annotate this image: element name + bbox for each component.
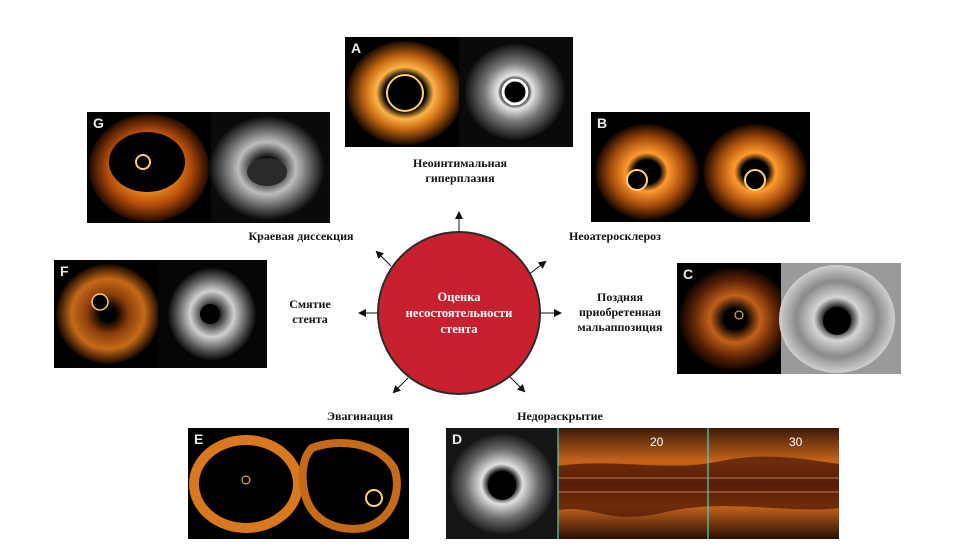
label-a: Неоинтимальная гиперплазия — [413, 156, 507, 185]
center-circle — [377, 231, 541, 395]
panel-d-letter: D — [452, 431, 463, 447]
arrow-lower-left — [392, 377, 409, 394]
label-b: Неоатеросклероз — [568, 229, 662, 243]
panel-b-letter: B — [597, 115, 608, 131]
panel-c-image: C — [677, 263, 901, 374]
panel-f-letter: F — [60, 263, 69, 279]
panel-g-image: G — [87, 112, 330, 223]
panel-e-letter: E — [194, 431, 204, 447]
label-d: Недораскрытие — [517, 409, 603, 423]
panel-d-image: 20 30 D — [446, 428, 839, 539]
panel-g-letter: G — [93, 115, 104, 131]
arrow-upper-right — [527, 260, 547, 276]
label-g: Краевая диссекция — [248, 229, 354, 243]
arrow-upper-left — [375, 250, 392, 267]
panel-e-image: E — [188, 428, 409, 539]
panel-d-tick-20: 20 — [650, 435, 664, 449]
panel-a-image: A — [345, 37, 573, 147]
label-f: Смятие стента — [289, 297, 331, 326]
panel-f-image: F — [54, 260, 267, 368]
arrow-lower-right — [508, 375, 526, 393]
center-title: Оценка несостоятельности стента — [405, 290, 513, 336]
panel-d-tick-30: 30 — [789, 435, 803, 449]
panel-c-letter: C — [683, 266, 694, 282]
panel-a-letter: A — [351, 40, 362, 56]
label-e: Эвагинация — [326, 409, 394, 423]
panel-b-image: B — [591, 112, 810, 222]
label-c: Поздняя приобретенная мальаппозиция — [577, 290, 663, 334]
